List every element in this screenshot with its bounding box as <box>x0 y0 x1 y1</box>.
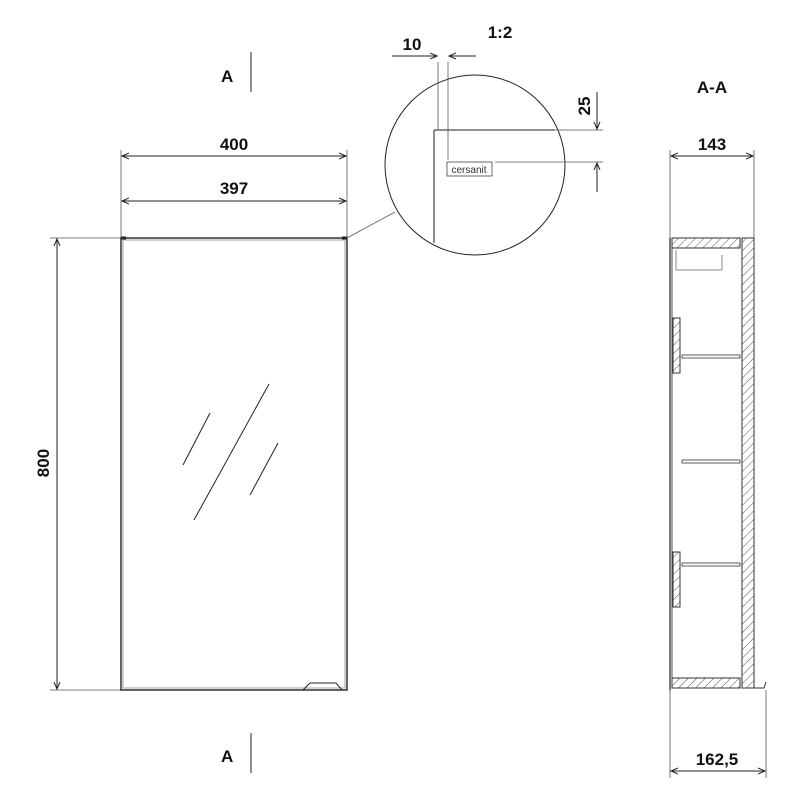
width-outer-dimension: 400 <box>120 135 348 238</box>
section-mark-top-label: A <box>221 67 233 86</box>
cabinet-section <box>669 237 767 690</box>
width-inner-label: 397 <box>220 179 248 198</box>
cabinet-front <box>120 236 348 691</box>
depth-bottom-label: 162,5 <box>696 750 739 769</box>
width-outer-label: 400 <box>220 135 248 154</box>
offset-dimension: 10 <box>392 35 476 56</box>
section-mark-bottom-label: A <box>221 747 233 766</box>
depth-top-dimension: 143 <box>669 135 755 238</box>
detail-view: cersanit 10 1:2 25 <box>346 23 603 256</box>
vertical-dim-label: 25 <box>575 97 594 116</box>
height-dimension: 800 <box>34 237 121 691</box>
vertical-dimension: 25 <box>495 92 603 192</box>
brand-label: cersanit <box>451 165 486 176</box>
detail-scale-label: 1:2 <box>488 23 513 42</box>
section-view: A-A 143 <box>669 78 767 778</box>
offset-label: 10 <box>403 35 422 54</box>
section-title: A-A <box>697 78 727 97</box>
depth-top-label: 143 <box>698 135 726 154</box>
width-inner-dimension: 397 <box>122 179 346 201</box>
front-view: A 400 397 800 <box>34 52 348 773</box>
section-mark-bottom: A <box>221 733 252 773</box>
height-label: 800 <box>34 449 53 477</box>
depth-bottom-dimension: 162,5 <box>669 690 767 778</box>
section-mark-top: A <box>221 52 252 92</box>
